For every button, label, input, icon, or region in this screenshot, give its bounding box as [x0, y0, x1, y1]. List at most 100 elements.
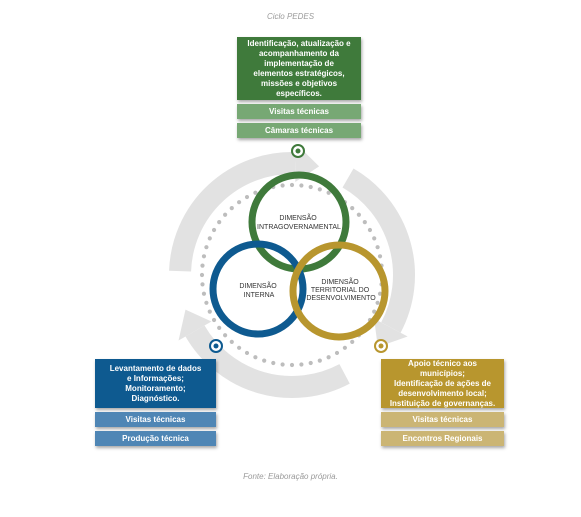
green-sub-box-visitas: Visitas técnicas: [237, 104, 361, 119]
ring-dot: [334, 350, 340, 356]
cycle-arrow-head: [178, 309, 212, 341]
ring-dot: [372, 236, 377, 241]
cycle-arrow-segment: [342, 168, 415, 333]
ring-dot: [350, 339, 355, 344]
label-territorial-line: DIMENSÃO: [321, 277, 359, 286]
ring-dot: [375, 245, 380, 250]
text-line: elementos estratégicos,: [253, 68, 345, 78]
green-main-box: Identificação, atualização e acompanhame…: [237, 37, 361, 100]
blue-sub-box-visitas: Visitas técnicas: [95, 412, 216, 427]
label-intra-line: INTRAGOVERNAMENTAL: [257, 224, 341, 231]
source-note: Fonte: Elaboração própria.: [243, 472, 338, 481]
ring-dot: [217, 325, 222, 331]
diagram-title: Ciclo PEDES: [266, 12, 315, 21]
ring-dot: [299, 362, 304, 367]
gold-main-box: Apoio técnico aos municípios; Identifica…: [381, 359, 504, 408]
ring-dot: [204, 300, 209, 305]
cycle-arrow-segment: [169, 152, 297, 272]
ring-dot: [372, 309, 377, 314]
marker-blue: [209, 339, 223, 353]
ring-dot: [200, 282, 205, 287]
ring-dot: [244, 194, 250, 200]
marker-gold: [374, 339, 388, 353]
ring-dot: [223, 212, 228, 217]
ring-dot: [217, 219, 222, 225]
label-territorial: DIMENSÃO TERRITORIAL DO DESENVOLVIMENTO: [306, 277, 376, 302]
circle-intragovernamental: [248, 171, 350, 273]
ring-dot: [317, 358, 322, 363]
ring-dot: [201, 291, 207, 296]
ring-dot: [377, 291, 383, 296]
green-sub-box-camaras: Câmaras técnicas: [237, 123, 361, 138]
ring-dot: [367, 227, 373, 233]
label-interna-line: DIMENSÃO: [239, 281, 277, 290]
text-line: missões e objetivos: [260, 78, 338, 88]
cycle-arrow-segment: [185, 325, 350, 398]
ring-dot: [350, 206, 355, 211]
circle-interna: [209, 240, 307, 338]
ring-dot: [211, 317, 217, 323]
text-line: desenvolvimento local;: [398, 388, 487, 398]
ring-dot: [211, 227, 217, 233]
ring-dot: [289, 182, 295, 188]
marker-green: [291, 144, 305, 158]
text-line: Levantamento de dados: [109, 363, 202, 373]
ring-dot: [223, 333, 228, 338]
text-line: Identificação, atualização e: [247, 38, 351, 48]
ring-dot: [200, 263, 205, 268]
gold-sub-box-visitas: Visitas técnicas: [381, 412, 504, 427]
ring-dot: [204, 245, 209, 250]
ring-dot: [262, 358, 267, 363]
text-line: específicos.: [276, 88, 322, 98]
ring-dot: [201, 254, 207, 259]
green-main-text: Identificação, atualização e acompanhame…: [247, 39, 350, 99]
ring-dot: [317, 187, 322, 192]
circle-territorial: [289, 241, 389, 341]
ring-dot: [308, 360, 313, 366]
label-interna-line: INTERNA: [244, 292, 275, 299]
gold-sub-box-encontros: Encontros Regionais: [381, 431, 504, 446]
ring-dot: [308, 184, 313, 190]
text-line: Identificação de ações de: [394, 378, 491, 388]
ring-dot: [207, 309, 212, 314]
ring-dot: [199, 272, 205, 278]
blue-main-box: Levantamento de dados e Informações; Mon…: [95, 359, 216, 408]
ring-dot: [229, 339, 234, 344]
ring-dot: [236, 345, 242, 350]
ring-dot: [271, 360, 276, 366]
text-line: acompanhamento da: [258, 48, 339, 58]
ring-dot: [244, 350, 250, 356]
ring-dot: [375, 300, 380, 305]
gold-main-text: Apoio técnico aos municípios; Identifica…: [386, 359, 499, 409]
text-line: Instituição de governanças.: [389, 398, 496, 408]
label-territorial-line: TERRITORIAL DO: [311, 287, 370, 294]
label-intra-line: DIMENSÃO: [279, 213, 317, 222]
ring-dot: [253, 355, 258, 360]
ring-dot: [207, 236, 212, 241]
ring-dot: [280, 362, 285, 367]
ring-dot: [299, 183, 304, 188]
ring-dot: [229, 206, 234, 211]
ring-dot: [326, 190, 331, 195]
blue-sub-box-producao: Produção técnica: [95, 431, 216, 446]
text-line: Monitoramento;: [125, 383, 186, 393]
text-line: Diagnóstico.: [131, 393, 180, 403]
text-line: e Informações;: [127, 373, 184, 383]
ring-dot: [356, 212, 361, 217]
dotted-ring: [199, 182, 385, 368]
label-intragovernamental: DIMENSÃO INTRAGOVERNAMENTAL: [257, 213, 341, 231]
ring-dot: [253, 190, 258, 195]
ring-dot: [362, 219, 367, 225]
ring-dot: [377, 254, 383, 259]
ring-dot: [342, 345, 348, 350]
label-territorial-line: DESENVOLVIMENTO: [306, 295, 376, 302]
ring-dot: [280, 183, 285, 188]
text-line: implementação de: [264, 58, 334, 68]
ring-dot: [326, 355, 331, 360]
ring-dot: [289, 362, 295, 368]
label-interna: DIMENSÃO INTERNA: [239, 281, 278, 299]
text-line: Apoio técnico aos municípios;: [408, 358, 477, 378]
blue-main-text: Levantamento de dados e Informações; Mon…: [110, 364, 202, 404]
ring-dot: [236, 200, 242, 205]
